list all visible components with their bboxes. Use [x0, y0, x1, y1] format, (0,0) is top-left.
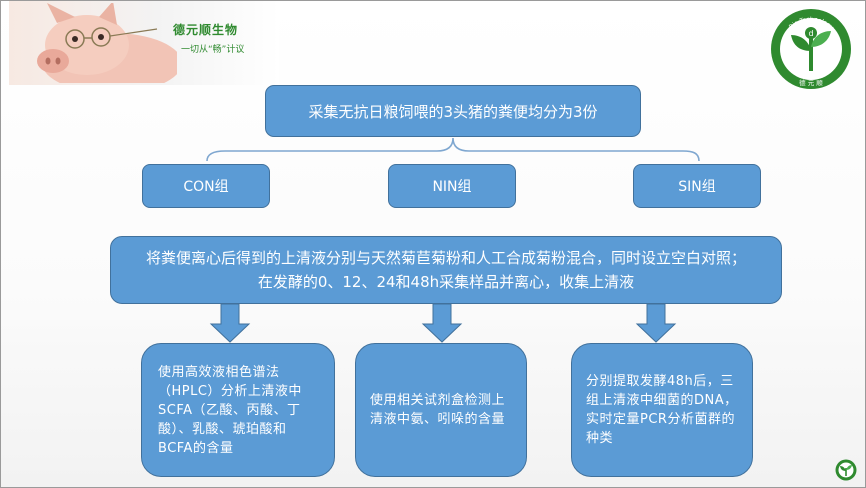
title-box: 采集无抗日粮饲喂的3头猪的粪便均分为3份	[265, 85, 641, 137]
title-text: 采集无抗日粮饲喂的3头猪的粪便均分为3份	[308, 102, 598, 121]
method-box-kit: 使用相关试剂盒检测上清液中氨、吲哚的含量	[355, 343, 527, 477]
arrow-down-2	[421, 303, 463, 343]
process-text: 将粪便离心后得到的上清液分别与天然菊苣菊粉和人工合成菊粉混合，同时设立空白对照；…	[145, 249, 746, 291]
arrow-down-1	[209, 303, 251, 343]
group-box-nin: NIN组	[388, 164, 516, 208]
corner-logo-icon	[835, 459, 857, 481]
brand-name: 德元顺生物	[173, 23, 239, 37]
brand-slogan: 一切从“畅”计议	[181, 45, 245, 55]
group-label-con: CON组	[183, 179, 229, 195]
arrow-down-3	[635, 303, 677, 343]
method-text-pcr: 分别提取发酵48h后，三组上清液中细菌的DNA，实时定量PCR分析菌群的种类	[586, 374, 738, 446]
header-banner: 德元顺生物 一切从“畅”计议	[9, 1, 279, 85]
company-logo: Bio-Technology d 德 元 顺	[771, 9, 851, 89]
logo-bottom-text: 德 元 顺	[799, 78, 823, 87]
group-label-sin: SIN组	[678, 179, 716, 195]
svg-text:d: d	[808, 29, 813, 38]
process-box: 将粪便离心后得到的上清液分别与天然菊苣菊粉和人工合成菊粉混合，同时设立空白对照；…	[110, 236, 782, 304]
group-label-nin: NIN组	[432, 179, 472, 195]
group-box-con: CON组	[142, 164, 270, 208]
method-text-kit: 使用相关试剂盒检测上清液中氨、吲哚的含量	[370, 393, 506, 427]
method-box-pcr: 分别提取发酵48h后，三组上清液中细菌的DNA，实时定量PCR分析菌群的种类	[571, 343, 753, 477]
group-brace	[206, 137, 700, 162]
method-text-hplc: 使用高效液相色谱法（HPLC）分析上清液中SCFA（乙酸、丙酸、丁酸）、乳酸、琥…	[158, 364, 302, 456]
group-box-sin: SIN组	[633, 164, 761, 208]
method-box-hplc: 使用高效液相色谱法（HPLC）分析上清液中SCFA（乙酸、丙酸、丁酸）、乳酸、琥…	[141, 343, 335, 477]
pig-image	[37, 3, 177, 83]
